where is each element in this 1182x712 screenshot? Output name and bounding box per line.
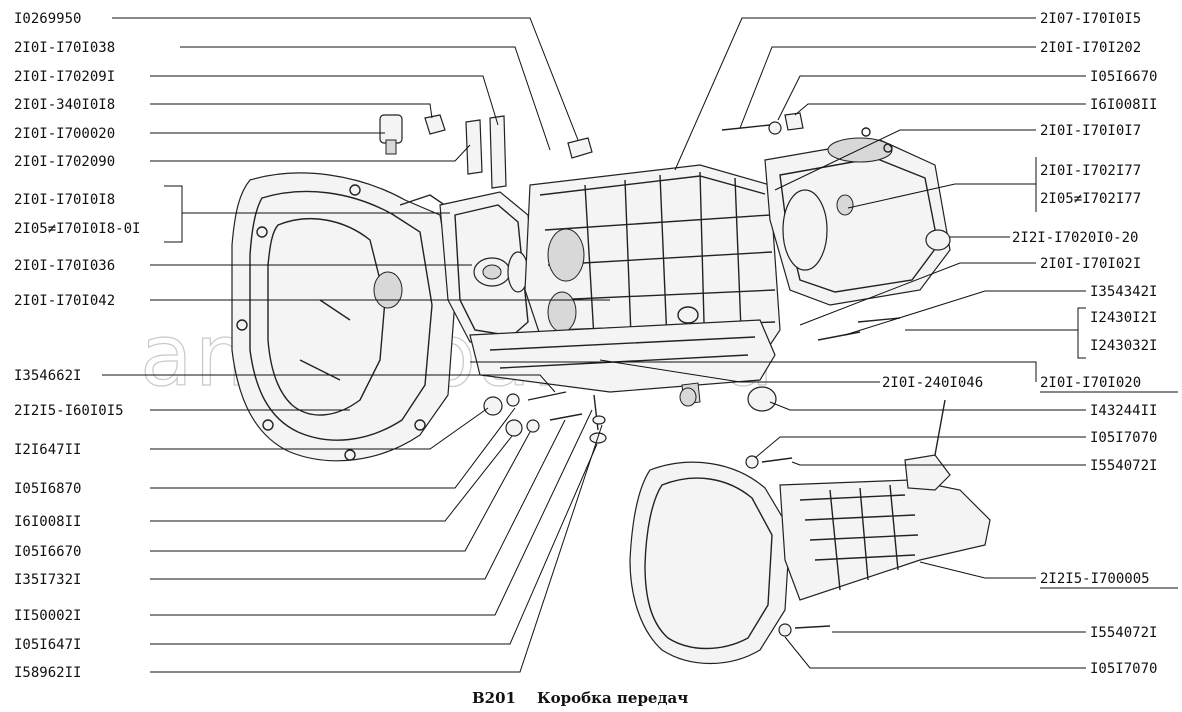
leader-lines-left	[102, 17, 610, 673]
gearbox-case-drawing	[469, 164, 781, 405]
part-label: I05I6670	[1090, 69, 1157, 85]
rear-extension-drawing	[764, 127, 951, 306]
leader-lines-right	[470, 17, 1086, 669]
part-label: II50002I	[14, 608, 81, 624]
assembled-gearbox-drawing	[629, 399, 991, 664]
part-label: 2I05≠I702I77	[1040, 191, 1141, 207]
part-label: 2I0I-340I0I8	[14, 97, 115, 113]
part-label: I05I7070	[1090, 430, 1157, 446]
caption-code: B201	[472, 689, 516, 707]
part-label: 2I2I-I7020I0-20	[1012, 230, 1138, 246]
part-label: 2I0I-I70I020	[1040, 375, 1141, 391]
part-label: I2430I2I	[1090, 310, 1157, 326]
part-label: I43244II	[1090, 403, 1157, 419]
part-label: I35I732I	[14, 572, 81, 588]
part-label: I243032I	[1090, 338, 1157, 354]
part-label: I6I008II	[14, 514, 81, 530]
part-label: 2I0I-I700020	[14, 126, 115, 142]
part-label: 2I0I-I702I77	[1040, 163, 1141, 179]
part-label: I354342I	[1090, 284, 1157, 300]
labels-left: I0269950 2I0I-I70I038 2I0I-I70209I 2I0I-…	[14, 11, 140, 681]
part-label: 2I0I-I70209I	[14, 69, 115, 85]
small-parts-drawing	[379, 112, 901, 444]
part-label: 2I07-I70I0I5	[1040, 11, 1141, 27]
part-label: 2I0I-I70I038	[14, 40, 115, 56]
part-label: I0269950	[14, 11, 81, 27]
part-label: I58962II	[14, 665, 81, 681]
part-label: 2I2I5-I60I0I5	[14, 403, 124, 419]
part-label: I554072I	[1090, 458, 1157, 474]
part-label: I2I647II	[14, 442, 81, 458]
part-label: 2I0I-240I046	[882, 375, 983, 391]
part-label: I554072I	[1090, 625, 1157, 641]
part-label: 2I0I-I70I02I	[1040, 256, 1141, 272]
part-label: 2I0I-I70I042	[14, 293, 115, 309]
part-label: I6I008II	[1090, 97, 1157, 113]
part-label: 2I0I-I70I0I8	[14, 192, 115, 208]
part-label: I05I647I	[14, 637, 81, 653]
part-label: 2I05≠I70I0I8-0I	[14, 221, 140, 237]
part-label: 2I0I-I70I202	[1040, 40, 1141, 56]
part-label: 2I0I-I70I036	[14, 258, 115, 274]
part-label: 2I2I5-I700005	[1040, 571, 1150, 587]
part-label: 2I0I-I70I0I7	[1040, 123, 1141, 139]
part-label: I354662I	[14, 368, 81, 384]
part-label: 2I0I-I702090	[14, 154, 115, 170]
part-label: I05I6670	[14, 544, 81, 560]
caption-title: Коробка передач	[537, 689, 688, 707]
part-label: I05I7070	[1090, 661, 1157, 677]
part-label: I05I6870	[14, 481, 81, 497]
labels-right: 2I07-I70I0I5 2I0I-I70I202 I05I6670 I6I00…	[882, 11, 1157, 677]
clutch-housing-drawing	[231, 172, 461, 462]
